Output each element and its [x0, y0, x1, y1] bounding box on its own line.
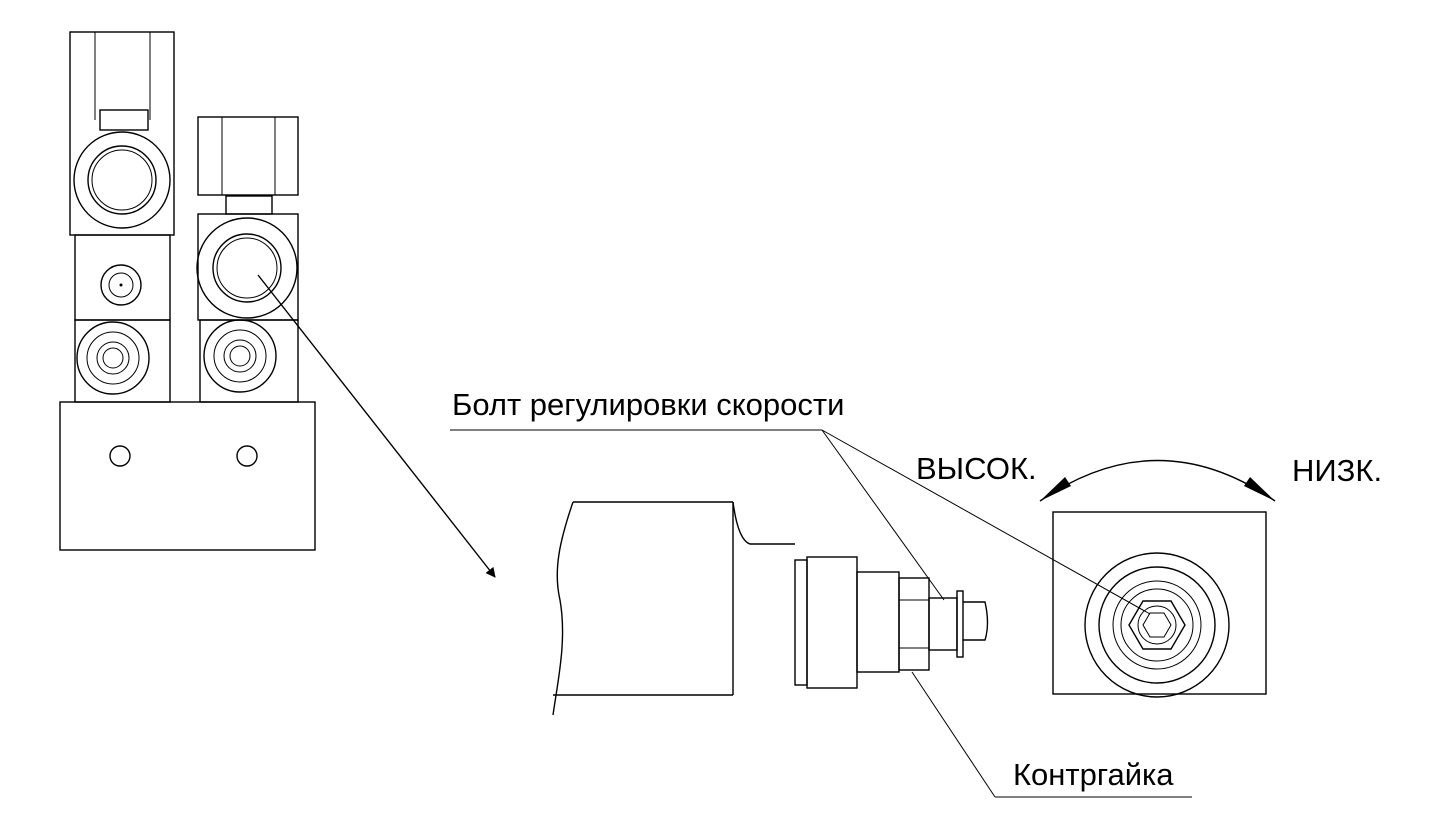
valve-side-view — [552, 501, 989, 716]
locknut-label: Контргайка — [1013, 757, 1174, 792]
speed-bolt-label: Болт регулировки скорости — [452, 387, 844, 422]
low-label: НИЗК. — [1292, 453, 1382, 488]
detail-arrow — [257, 274, 496, 578]
valve-assembly-front-view — [59, 31, 316, 551]
high-label: ВЫСОК. — [916, 451, 1037, 486]
leader-lines — [450, 429, 1192, 798]
rotation-arc — [1039, 459, 1276, 502]
valve-end-view — [1039, 459, 1276, 698]
